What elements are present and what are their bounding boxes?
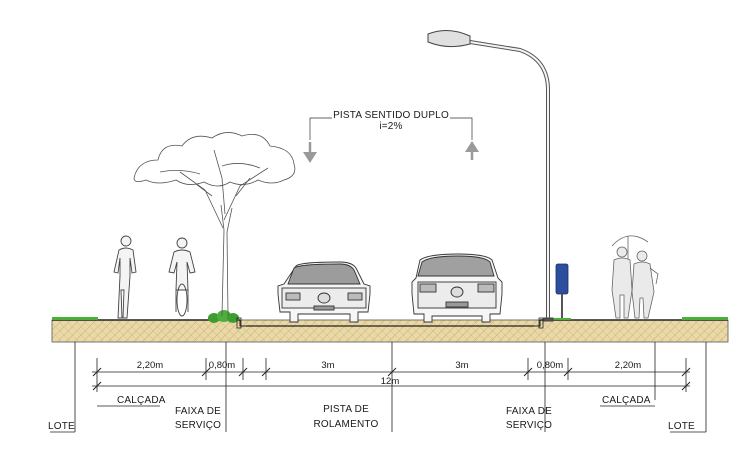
dimension-lines bbox=[50, 342, 707, 433]
pedestrian-icon bbox=[113, 235, 137, 319]
direction-arrow-down-icon bbox=[303, 142, 317, 163]
dim-total: 12m bbox=[381, 376, 400, 387]
label-faixa-right-2: SERVIÇO bbox=[506, 420, 552, 431]
title-line1: PISTA SENTIDO DUPLO bbox=[333, 110, 449, 121]
label-lote-right: LOTE bbox=[668, 421, 695, 432]
grass-strip bbox=[682, 317, 728, 320]
label-calcada-left: CALÇADA bbox=[117, 395, 166, 406]
road-title-block: PISTA SENTIDO DUPLO i=2% bbox=[303, 110, 479, 163]
label-faixa-right-1: FAIXA DE bbox=[506, 406, 552, 417]
street-lamp-icon bbox=[427, 30, 554, 322]
label-pista-1: PISTA DE bbox=[323, 404, 369, 415]
ground-section bbox=[51, 310, 729, 343]
direction-arrow-up-icon bbox=[465, 141, 479, 160]
dim-service-left: 0,80m bbox=[209, 360, 235, 371]
dim-lane-right: 3m bbox=[455, 360, 468, 371]
label-pista-2: ROLAMENTO bbox=[314, 419, 379, 430]
label-faixa-left-2: SERVIÇO bbox=[175, 420, 221, 431]
dim-service-right: 0,80m bbox=[537, 360, 563, 371]
trash-bin-icon bbox=[555, 263, 569, 318]
dim-sidewalk-left: 2,20m bbox=[137, 360, 163, 371]
curb-left bbox=[236, 317, 242, 329]
curb-right bbox=[538, 317, 544, 329]
suv-icon bbox=[411, 253, 503, 323]
tree-icon bbox=[133, 132, 296, 317]
dim-lane-left: 3m bbox=[321, 360, 334, 371]
grass-strip bbox=[52, 317, 98, 320]
people-with-umbrella-icon bbox=[611, 235, 659, 319]
label-lote-left: LOTE bbox=[48, 421, 75, 432]
shrub-icon bbox=[208, 310, 239, 323]
label-calcada-right: CALÇADA bbox=[602, 395, 651, 406]
title-line2: i=2% bbox=[379, 121, 402, 132]
grass-strip bbox=[547, 318, 571, 320]
label-faixa-left-1: FAIXA DE bbox=[175, 406, 221, 417]
car-icon bbox=[277, 261, 371, 323]
cyclist-icon bbox=[168, 237, 196, 317]
dim-sidewalk-right: 2,20m bbox=[615, 360, 641, 371]
